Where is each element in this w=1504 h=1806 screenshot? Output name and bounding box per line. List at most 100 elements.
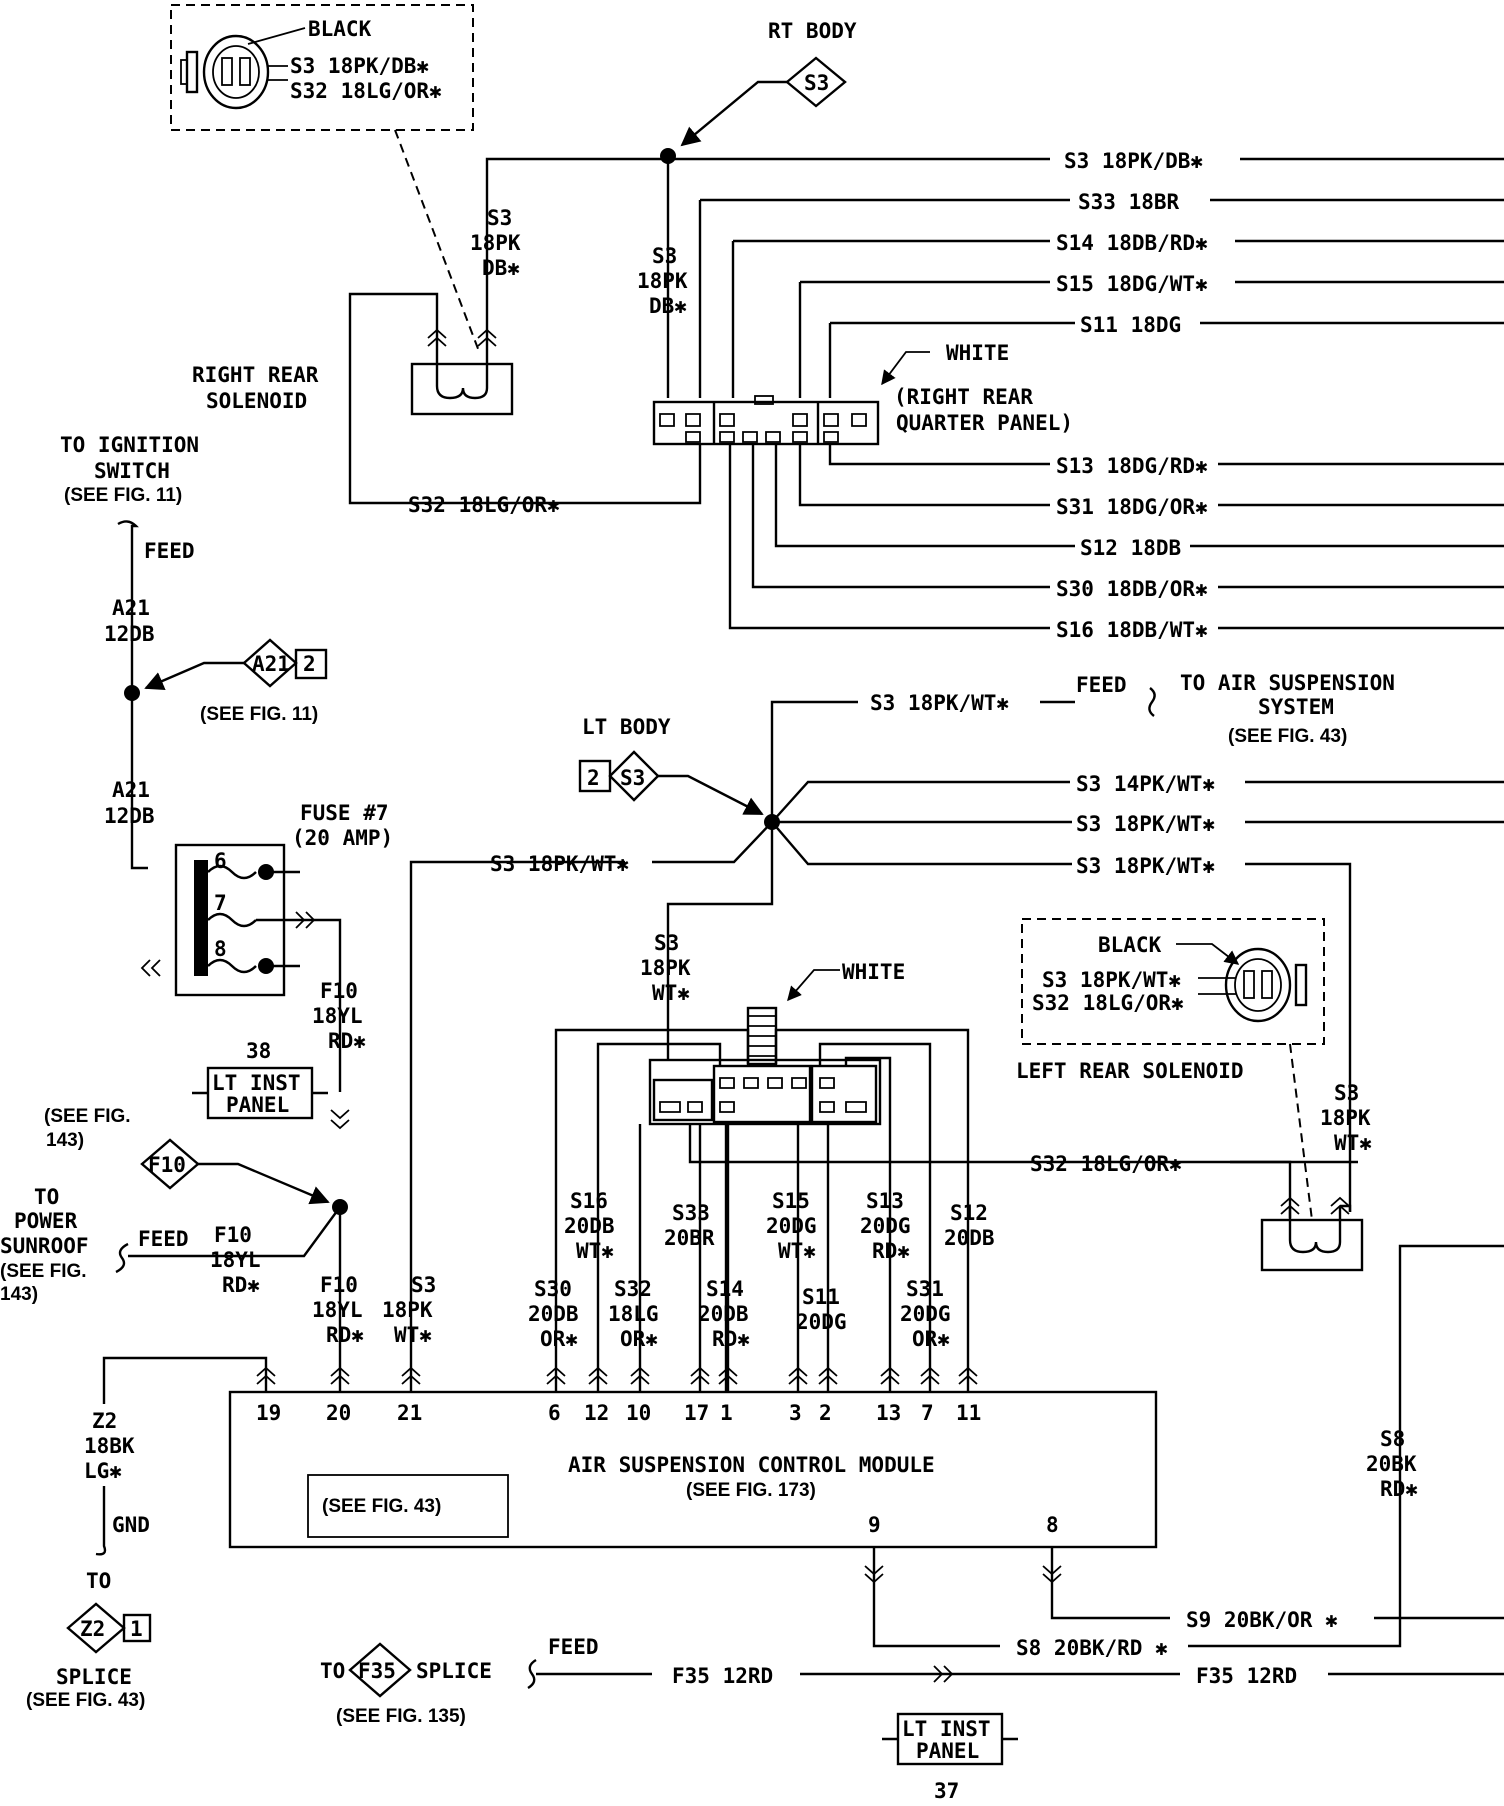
lr-feed-3: WT✱ xyxy=(1334,1131,1372,1155)
svg-text:S15: S15 xyxy=(772,1189,810,1213)
right-wire-0: S3 18PK/DB✱ xyxy=(1064,149,1203,173)
svg-text:S31: S31 xyxy=(906,1277,944,1301)
left-conn-color: WHITE xyxy=(842,960,905,984)
svg-text:Z2: Z2 xyxy=(80,1617,105,1641)
rr-ground-wire-label: S32 18LG/OR✱ xyxy=(408,493,560,517)
svg-text:S16: S16 xyxy=(570,1189,608,1213)
module-side-connector xyxy=(648,1006,882,1126)
right-wire-6: S31 18DG/OR✱ xyxy=(1056,495,1208,519)
right-wire-4: S11 18DG xyxy=(1080,313,1181,337)
lr-solenoid xyxy=(1260,1196,1364,1272)
lt-body-label: LT BODY xyxy=(582,715,671,739)
rr-connector-color: BLACK xyxy=(308,17,372,41)
qp-in-label-1: S3 xyxy=(652,244,677,268)
svg-text:19: 19 xyxy=(256,1401,281,1425)
ignition-to-2: SWITCH xyxy=(94,459,170,483)
svg-text:LT INST: LT INST xyxy=(212,1071,301,1095)
qp-in-label-2: 18PK xyxy=(637,269,688,293)
svg-text:PANEL: PANEL xyxy=(226,1093,289,1117)
f35-see: (SEE FIG. 135) xyxy=(336,1706,466,1727)
rr-solenoid-line1: RIGHT REAR xyxy=(192,363,319,387)
sunroof-wire-1: F10 xyxy=(214,1223,252,1247)
left-conn-in-1: S3 xyxy=(654,931,679,955)
svg-text:2: 2 xyxy=(587,766,600,790)
right-wire-7: S12 18DB xyxy=(1080,536,1181,560)
ignition-wire1-2: 12DB xyxy=(104,622,155,646)
svg-text:OR✱: OR✱ xyxy=(912,1327,950,1351)
s3-wt-wire-label: S3 18PK/WT✱ xyxy=(490,852,629,876)
svg-text:20: 20 xyxy=(326,1401,351,1425)
right-wire-3: S15 18DG/WT✱ xyxy=(1056,272,1208,296)
left-conn-in-3: WT✱ xyxy=(652,981,690,1005)
svg-text:2: 2 xyxy=(819,1401,832,1425)
svg-text:7: 7 xyxy=(214,891,227,915)
svg-text:S13: S13 xyxy=(866,1189,904,1213)
svg-text:20BR: 20BR xyxy=(664,1226,715,1250)
f10-splice: F10 xyxy=(140,1138,200,1190)
svg-text:8: 8 xyxy=(1046,1513,1059,1537)
sunroof-feed: FEED xyxy=(138,1227,189,1251)
svg-text:21: 21 xyxy=(397,1401,422,1425)
module-see-box: (SEE FIG. 43) xyxy=(322,1496,441,1517)
f35-to: TO xyxy=(320,1659,345,1683)
qp-location-1: (RIGHT REAR xyxy=(894,385,1033,409)
svg-text:20DG: 20DG xyxy=(900,1302,951,1326)
module-pin-arrows xyxy=(256,1366,978,1385)
ignition-wire1-1: A21 xyxy=(112,596,150,620)
qp-in-label-3: DB✱ xyxy=(649,294,687,318)
svg-text:S32: S32 xyxy=(614,1277,652,1301)
right-wire-9: S16 18DB/WT✱ xyxy=(1056,618,1208,642)
svg-text:18LG: 18LG xyxy=(608,1302,659,1326)
f10-wire2-3: RD✱ xyxy=(326,1323,364,1347)
sunroof-wire-2: 18YL xyxy=(210,1248,261,1272)
rr-connector-detail: BLACK S3 18PK/DB✱ S32 18LG/OR✱ xyxy=(170,4,474,131)
s3-wt-down-2: 18PK xyxy=(382,1298,433,1322)
rt-body-splice: S3 xyxy=(785,56,847,108)
see-fig-143-2: 143) xyxy=(46,1130,84,1151)
lr-feed-2: 18PK xyxy=(1320,1106,1371,1130)
svg-text:2: 2 xyxy=(303,652,316,676)
f35-feed: FEED xyxy=(548,1635,599,1659)
lr-ground-wire-label: S32 18LG/OR✱ xyxy=(1030,1152,1182,1176)
ignition-see: (SEE FIG. 11) xyxy=(64,485,182,506)
svg-text:10: 10 xyxy=(626,1401,651,1425)
svg-text:6: 6 xyxy=(548,1401,561,1425)
svg-text:OR✱: OR✱ xyxy=(620,1327,658,1351)
rr-connector-pin1: S3 18PK/DB✱ xyxy=(290,54,429,78)
svg-text:LT INST: LT INST xyxy=(902,1717,991,1741)
rr-feed-label-3: DB✱ xyxy=(482,256,520,280)
z2-to: TO xyxy=(86,1569,111,1593)
module-see: (SEE FIG. 173) xyxy=(686,1480,816,1501)
right-wire-2: S14 18DB/RD✱ xyxy=(1056,231,1208,255)
svg-text:F10: F10 xyxy=(148,1153,186,1177)
rr-connector-pin2: S32 18LG/OR✱ xyxy=(290,79,442,103)
svg-text:S30: S30 xyxy=(534,1277,572,1301)
svg-text:WT✱: WT✱ xyxy=(778,1239,816,1263)
rr-solenoid: RIGHT REAR SOLENOID xyxy=(192,328,514,416)
lt-wire-0: S3 14PK/WT✱ xyxy=(1076,772,1215,796)
air-susp-wire: S3 18PK/WT✱ xyxy=(870,691,1009,715)
rr-feed-label-1: S3 xyxy=(487,206,512,230)
svg-text:20DB: 20DB xyxy=(698,1302,749,1326)
svg-text:A21: A21 xyxy=(252,652,290,676)
s3-wt-down-3: WT✱ xyxy=(394,1323,432,1347)
svg-text:S3: S3 xyxy=(804,71,829,95)
quarter-panel-connector xyxy=(652,395,880,446)
f10-wire1-2: 18YL xyxy=(312,1004,363,1028)
air-susp-to-1: TO AIR SUSPENSION xyxy=(1180,671,1395,695)
svg-text:S14: S14 xyxy=(706,1277,744,1301)
z2-wire-1: Z2 xyxy=(92,1409,117,1433)
lt-wire-2: S3 18PK/WT✱ xyxy=(1076,854,1215,878)
f10-wire1-3: RD✱ xyxy=(328,1029,366,1053)
sunroof-to-2: POWER xyxy=(14,1209,78,1233)
lt-wire-1: S3 18PK/WT✱ xyxy=(1076,812,1215,836)
svg-text:11: 11 xyxy=(956,1401,981,1425)
s8-bottom-label: S8 20BK/RD ✱ xyxy=(1016,1636,1168,1660)
svg-text:8: 8 xyxy=(214,937,227,961)
svg-text:20DB: 20DB xyxy=(564,1214,615,1238)
svg-text:RD✱: RD✱ xyxy=(872,1239,910,1263)
qp-location-2: QUARTER PANEL) xyxy=(896,411,1073,435)
see-fig-143-1: (SEE FIG. xyxy=(44,1106,131,1127)
svg-text:20DB: 20DB xyxy=(528,1302,579,1326)
